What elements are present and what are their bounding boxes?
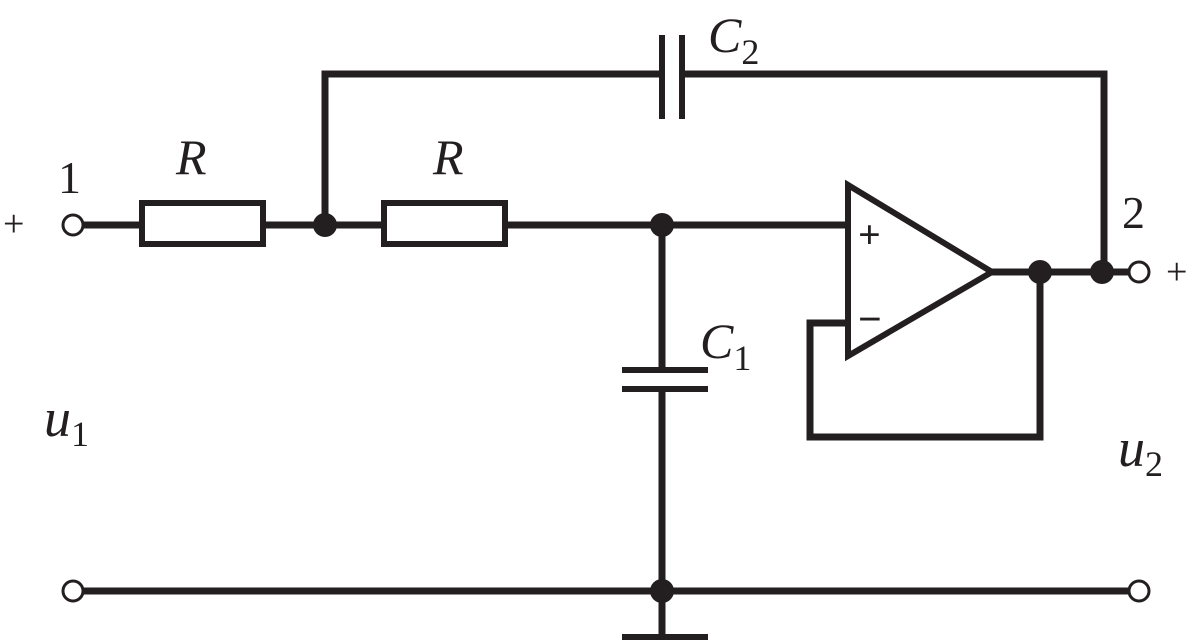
label-u1-main: u bbox=[44, 388, 71, 448]
resistor-r2 bbox=[381, 200, 508, 247]
label-u1: u1 bbox=[44, 388, 89, 454]
junction-dot-opamp-out bbox=[1028, 260, 1052, 284]
label-c1: C1 bbox=[700, 313, 751, 378]
junction-dot-r1-r2 bbox=[313, 213, 337, 237]
label-c2-main: C bbox=[708, 7, 742, 63]
resistor-r1 bbox=[139, 200, 266, 247]
label-output-plus: + bbox=[1166, 251, 1187, 293]
junction-dot-c1-top bbox=[650, 213, 674, 237]
label-u2-main: u bbox=[1118, 418, 1145, 478]
label-input-plus: + bbox=[3, 203, 24, 245]
wire-unity-feedback bbox=[806, 272, 1044, 441]
label-c2-sub: 2 bbox=[741, 32, 759, 72]
terminal-ground-left bbox=[61, 579, 85, 603]
wire-c2-left bbox=[321, 70, 660, 225]
terminal-input bbox=[61, 213, 85, 237]
label-c1-main: C bbox=[700, 313, 734, 369]
label-r1: R bbox=[175, 129, 207, 185]
terminal-ground-right bbox=[1127, 579, 1151, 603]
label-u2-sub: 2 bbox=[1145, 444, 1163, 484]
label-u1-sub: 1 bbox=[71, 414, 89, 454]
terminal-output bbox=[1127, 260, 1151, 284]
label-opamp-minus: − bbox=[858, 297, 882, 343]
label-u2: u2 bbox=[1118, 418, 1163, 484]
label-node-1: 1 bbox=[58, 152, 81, 203]
label-opamp-plus: + bbox=[858, 212, 881, 257]
junction-dot-ground bbox=[650, 579, 674, 603]
wire-c2-right bbox=[685, 70, 1108, 272]
label-c2: C2 bbox=[708, 7, 759, 72]
label-c1-sub: 1 bbox=[733, 338, 751, 378]
opamp-triangle bbox=[845, 179, 998, 362]
junction-dot-c2-out bbox=[1090, 260, 1114, 284]
label-r2: R bbox=[432, 129, 464, 185]
label-node-2: 2 bbox=[1122, 187, 1145, 238]
